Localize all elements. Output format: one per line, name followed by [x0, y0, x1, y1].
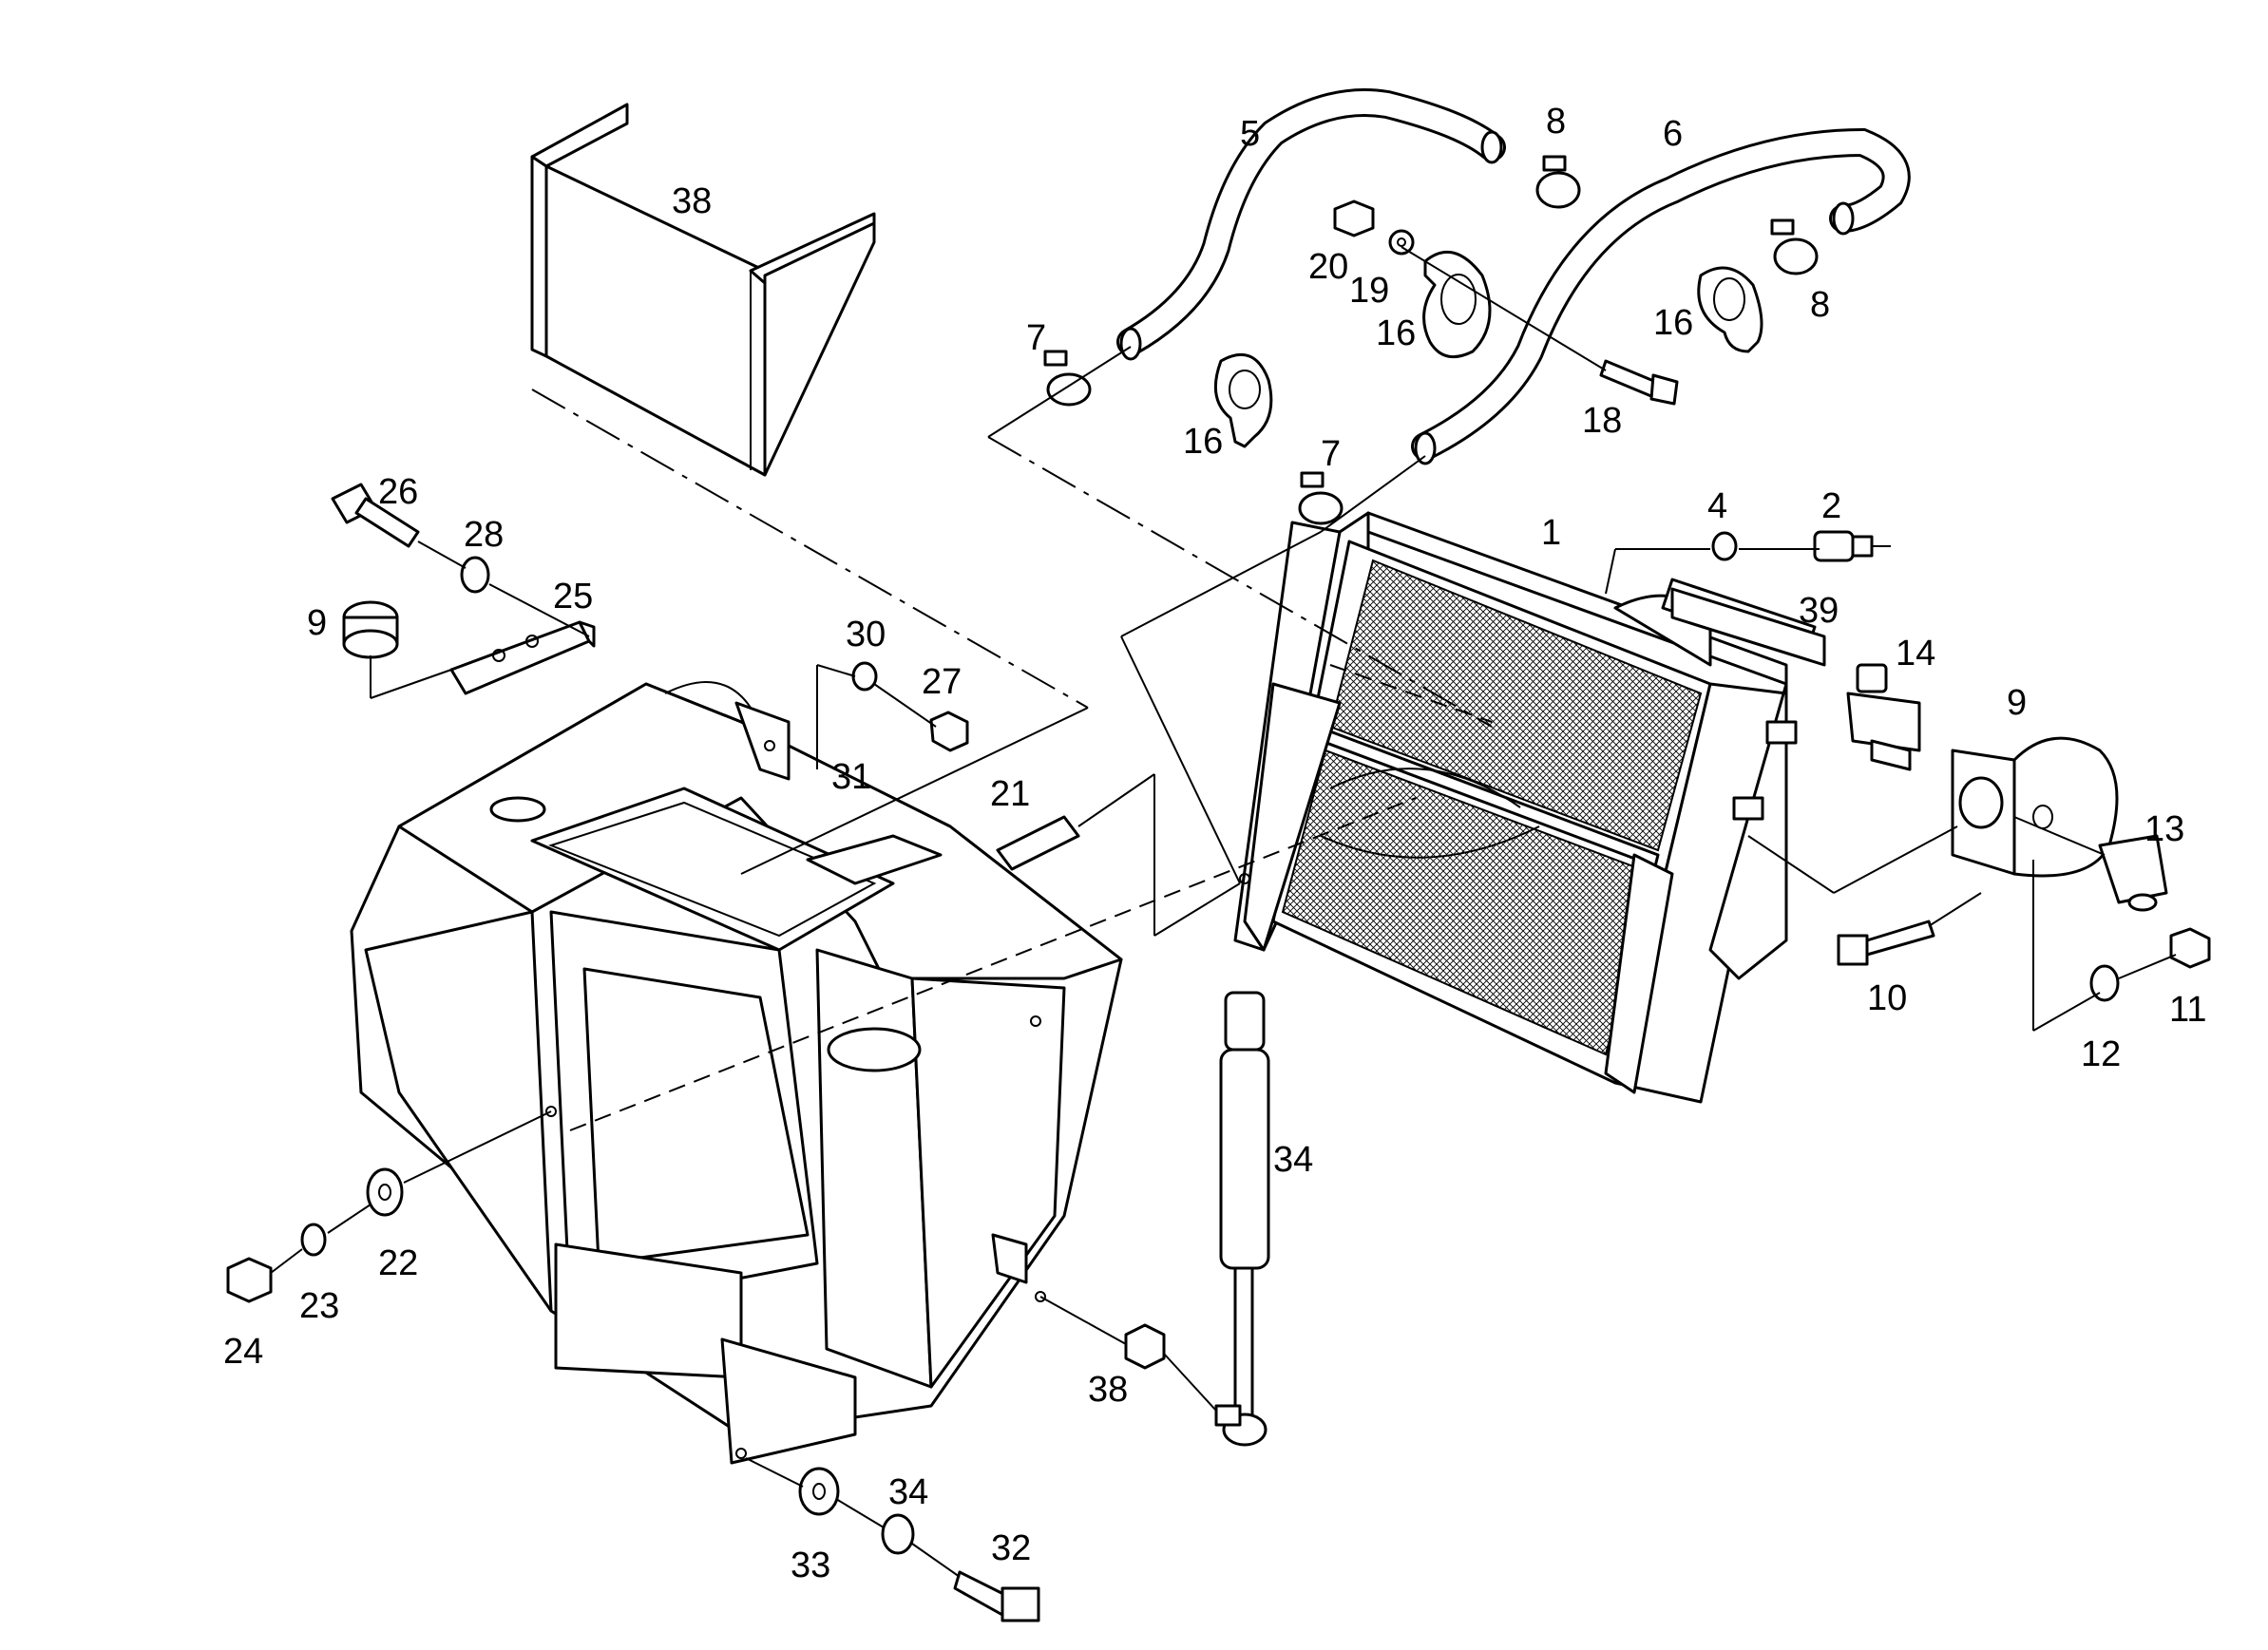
hose-clamp-8a — [1535, 155, 1581, 209]
callout-31: 32 — [991, 1528, 1031, 1568]
callout-24: 25 — [553, 577, 593, 616]
callout-labels: 38 5 8 6 20 19 16 16 8 7 18 16 7 1 4 2 3… — [223, 102, 2206, 1585]
washer-33 — [881, 1513, 915, 1555]
callout-2: 2 — [1821, 486, 1841, 526]
callout-18: 19 — [1349, 271, 1389, 311]
callout-33: 34 — [888, 1472, 928, 1512]
bolt-11 — [1837, 920, 1935, 966]
callout-15: 14 — [1896, 634, 1935, 673]
callout-8b: 8 — [1810, 285, 1830, 325]
frame-housing — [350, 681, 1123, 1465]
callout-6: 6 — [1663, 114, 1683, 154]
callout-12: 11 — [2169, 990, 2206, 1030]
callout-28: 30 — [846, 615, 886, 654]
callout-32: 33 — [791, 1546, 830, 1585]
callout-34: 34 — [1273, 1140, 1313, 1180]
p-clip-16b — [1422, 251, 1492, 359]
callout-1: 1 — [1541, 513, 1561, 553]
callout-19: 20 — [1308, 247, 1348, 287]
cover-plate-38 — [530, 103, 876, 477]
callout-21: 22 — [378, 1243, 418, 1283]
callout-16b: 16 — [1376, 313, 1416, 353]
callout-13: 12 — [2081, 1034, 2121, 1074]
hose-clamp-7a — [1043, 350, 1092, 407]
nut-26 — [929, 711, 969, 752]
fitting-15 — [1846, 663, 1921, 771]
callout-9: 9 — [307, 603, 327, 643]
hose-5 — [1116, 88, 1506, 361]
washer-4 — [1711, 531, 1738, 561]
callout-7a: 7 — [1026, 318, 1046, 358]
leader-lines — [270, 246, 2177, 1578]
callout-4: 4 — [1707, 486, 1727, 526]
p-clip-16a — [1213, 352, 1273, 448]
callout-5: 5 — [1240, 114, 1260, 154]
bracket-24 — [449, 620, 596, 695]
callout-30: 31 — [831, 757, 871, 797]
callout-11: 10 — [1867, 978, 1907, 1018]
gas-strut-34 — [1214, 991, 1270, 1447]
p-clip-16c — [1697, 266, 1763, 353]
nut-35 — [1124, 1323, 1166, 1370]
bolt-17 — [1599, 359, 1679, 406]
seal-strip-39 — [1670, 587, 1826, 667]
callout-7b: 7 — [1321, 434, 1341, 474]
hose-6 — [1411, 127, 1911, 465]
washer-13 — [2089, 964, 2120, 1002]
washer-32 — [798, 1467, 840, 1516]
hose-clamp-7b — [1298, 471, 1344, 525]
callout-26: 27 — [922, 662, 962, 702]
callout-16c: 16 — [1653, 303, 1693, 343]
callout-25: 26 — [378, 472, 418, 512]
callout-39: 39 — [1799, 591, 1839, 631]
bolt-31 — [953, 1570, 1040, 1622]
callout-14: 13 — [2144, 809, 2184, 849]
callout-10: 9 — [2007, 683, 2027, 723]
callout-22: 23 — [299, 1286, 339, 1326]
washer-28 — [851, 661, 878, 692]
elbow-14 — [2098, 834, 2168, 912]
bolt-25 — [331, 483, 420, 548]
washer-27 — [460, 556, 490, 594]
callout-38: 38 — [672, 181, 712, 221]
radiator-1 — [1233, 511, 1817, 1104]
callout-27: 28 — [464, 515, 504, 555]
washer-22 — [300, 1223, 327, 1257]
callout-17: 18 — [1582, 401, 1622, 441]
callout-35: 38 — [1088, 1370, 1128, 1410]
nut-23 — [226, 1257, 273, 1303]
sensor-2 — [1813, 530, 1891, 562]
callout-23: 24 — [223, 1332, 263, 1372]
rubber-mount-9 — [342, 600, 399, 659]
washer-21 — [366, 1167, 404, 1217]
callout-8a: 8 — [1546, 102, 1566, 142]
stud-20 — [996, 815, 1080, 871]
hose-clamp-8b — [1770, 218, 1819, 275]
nut-19 — [1333, 199, 1375, 237]
callout-20: 21 — [990, 774, 1030, 814]
nut-12 — [2169, 927, 2211, 969]
washer-18 — [1388, 229, 1415, 256]
pump-10 — [1951, 736, 2119, 878]
callout-16a: 16 — [1183, 422, 1223, 462]
